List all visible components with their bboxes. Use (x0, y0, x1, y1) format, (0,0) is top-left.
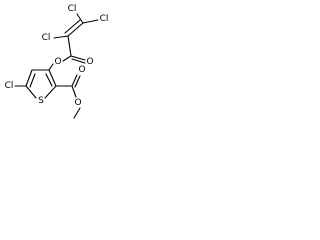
bond-vinyl-to-carbonyl (67, 35, 72, 57)
bonds (14, 13, 99, 119)
bond-ring-c5-c4 (25, 69, 33, 87)
atom-o-acryl-carbonyl: O (86, 57, 93, 67)
bond-ccl2-to-cl-right (82, 19, 99, 24)
bond-ester-c-to-methoxy-o (71, 85, 77, 98)
bond-ring-c2-s (44, 85, 57, 99)
atom-cl-vinyl: Cl (42, 33, 51, 43)
bond-ester-co-b (74, 75, 81, 88)
bond-ester-co-a (71, 74, 78, 87)
atom-o-methyl-ester-carbonyl: O (78, 65, 85, 75)
bond-ccl2-to-cl-left (76, 13, 84, 24)
atom-cl-ring: Cl (5, 81, 14, 91)
bond-ring-c3-c2 (48, 69, 57, 87)
bond-ring-s-c5 (25, 85, 37, 99)
atom-labels: Cl Cl Cl O O Cl S O O (5, 4, 109, 108)
atom-o-ester-link: O (54, 57, 61, 67)
bond-vinyl-to-cl (53, 35, 69, 39)
bond-ring-c3-c2-inner (45, 73, 53, 87)
bond-acryl-co-a (70, 55, 86, 61)
chemical-structure-diagram: Cl Cl Cl O O Cl S O O (5, 4, 109, 119)
atom-cl-top-right: Cl (100, 14, 109, 24)
bond-methoxy-o-to-methyl (73, 107, 81, 119)
bond-ring-c5-c4-inner (29, 73, 36, 88)
bond-carbonyl-to-ester-o (62, 55, 72, 62)
atom-o-methoxy: O (74, 98, 81, 108)
atom-s-ring: S (38, 96, 44, 106)
atom-cl-top-left: Cl (68, 4, 77, 14)
bond-ester-o-to-c3 (48, 63, 54, 71)
bond-vinyl-double-b (64, 19, 81, 34)
bond-acryl-co-b (71, 58, 86, 64)
bond-vinyl-double-a (67, 22, 84, 37)
